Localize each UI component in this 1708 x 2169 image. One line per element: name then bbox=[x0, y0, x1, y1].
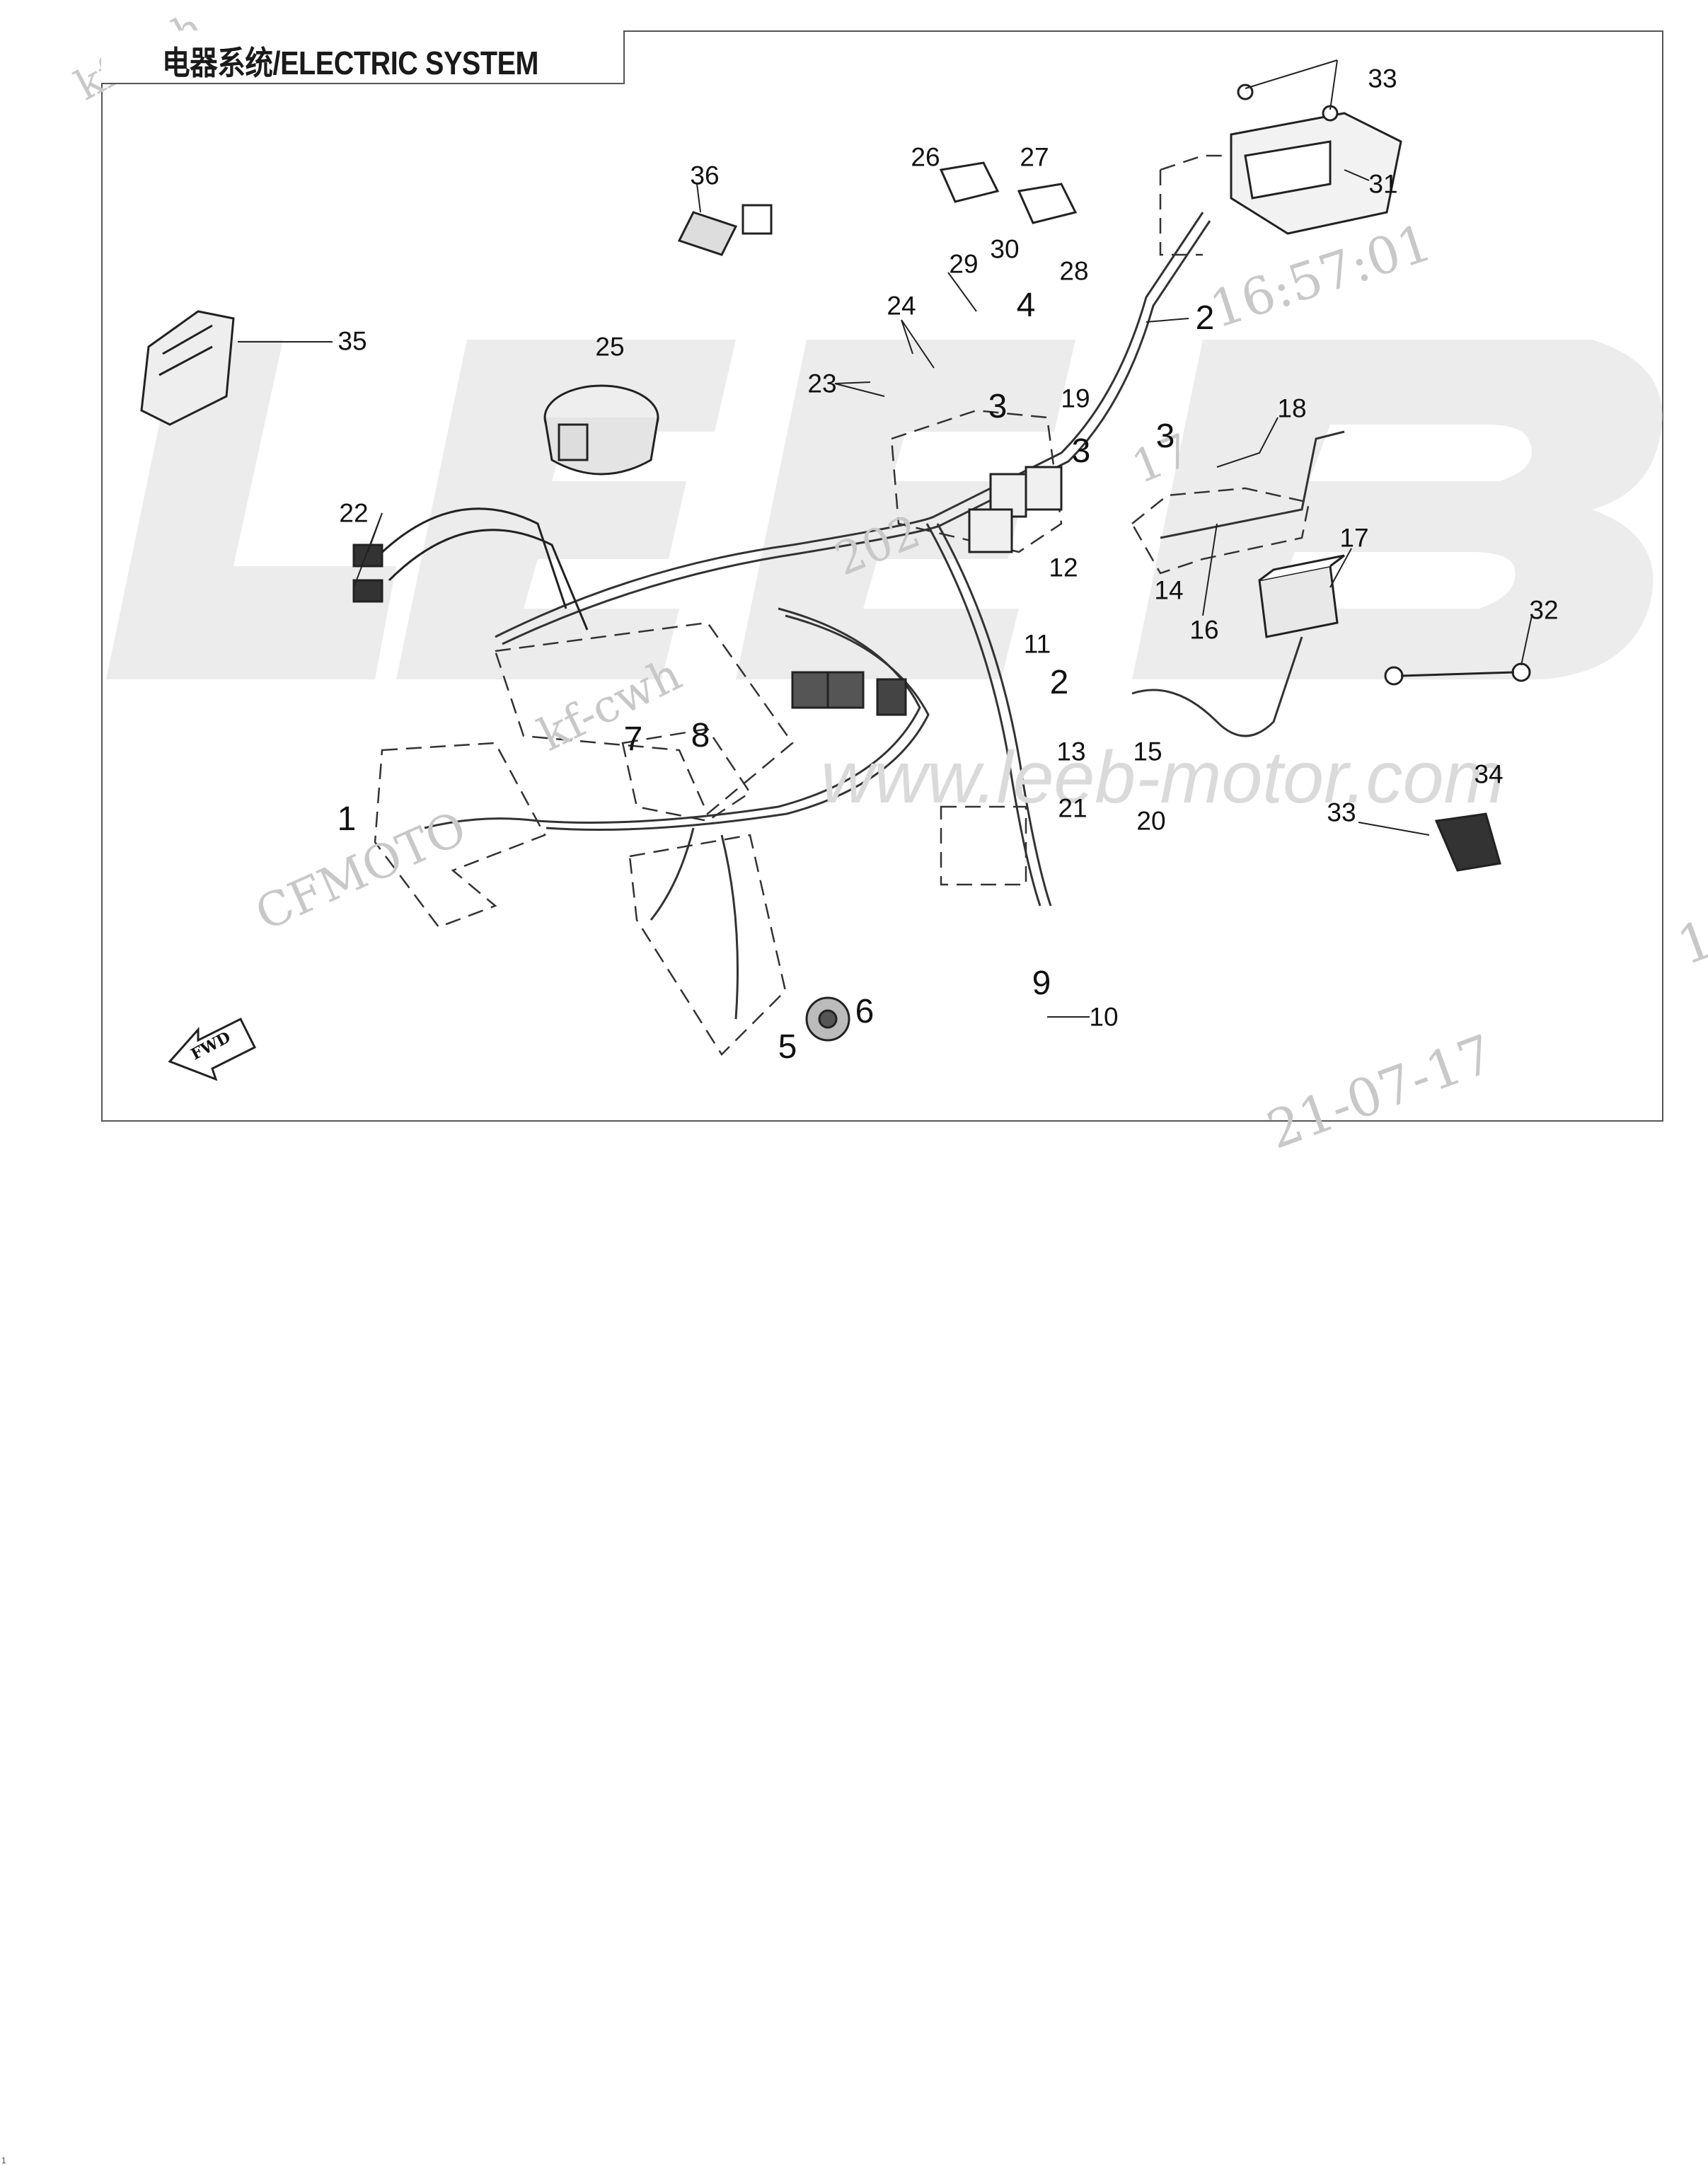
components bbox=[140, 84, 1531, 1081]
callout-33b: 33 bbox=[1327, 798, 1356, 827]
callout-10: 10 bbox=[1089, 1002, 1119, 1032]
callout-24: 24 bbox=[887, 291, 916, 321]
callout-26: 26 bbox=[911, 142, 940, 172]
wire-harness bbox=[424, 212, 1345, 1020]
callout-8: 8 bbox=[691, 717, 710, 754]
callout-34: 34 bbox=[1474, 759, 1504, 789]
callout-3c: 3 bbox=[1155, 418, 1175, 455]
callout-23: 23 bbox=[807, 369, 837, 398]
switch-34 bbox=[1434, 812, 1501, 872]
callout-19: 19 bbox=[1061, 384, 1090, 413]
cable-32 bbox=[1384, 662, 1531, 686]
diagram-title: 电器系统/ELECTRIC SYSTEM bbox=[162, 45, 539, 81]
callout-6: 6 bbox=[855, 993, 875, 1030]
callout-11: 11 bbox=[1023, 629, 1051, 659]
battery-17 bbox=[1258, 554, 1345, 638]
ignition-coils bbox=[791, 671, 907, 716]
callout-2a: 2 bbox=[1195, 299, 1215, 337]
part-36-connector bbox=[677, 204, 773, 256]
callout-12: 12 bbox=[1049, 553, 1078, 582]
callout-35: 35 bbox=[337, 326, 367, 356]
callout-17: 17 bbox=[1339, 523, 1369, 553]
control-unit-35 bbox=[140, 310, 235, 426]
callout-13: 13 bbox=[1056, 737, 1086, 766]
callout-32: 32 bbox=[1529, 595, 1559, 625]
page-number: 1 bbox=[1, 2156, 6, 2165]
callout-29: 29 bbox=[949, 249, 979, 279]
callout-36: 36 bbox=[690, 161, 720, 190]
watermark-url: www.leeb-motor.com bbox=[821, 737, 1506, 819]
horn-6 bbox=[805, 996, 850, 1042]
parts-26-27-pads bbox=[939, 161, 1078, 224]
title-box: 电器系统/ELECTRIC SYSTEM bbox=[101, 30, 625, 84]
callout-15: 15 bbox=[1133, 737, 1162, 766]
leeb-watermark-letters bbox=[106, 340, 1663, 679]
callout-3b: 3 bbox=[1071, 432, 1091, 470]
callout-31: 31 bbox=[1368, 169, 1398, 199]
callout-2b: 2 bbox=[1049, 664, 1069, 701]
ecu-module bbox=[1230, 84, 1402, 235]
callout-1: 1 bbox=[337, 800, 357, 838]
callout-27: 27 bbox=[1020, 142, 1049, 172]
callout-4: 4 bbox=[1016, 287, 1036, 324]
callout-20: 20 bbox=[1136, 806, 1166, 836]
callout-14: 14 bbox=[1154, 575, 1184, 605]
callout-9: 9 bbox=[1032, 965, 1051, 1002]
group-outlines bbox=[374, 154, 1310, 1056]
callout-16: 16 bbox=[1189, 615, 1219, 645]
o2-sensors-22 bbox=[352, 507, 589, 631]
callout-3a: 3 bbox=[988, 388, 1008, 425]
callout-33a: 33 bbox=[1368, 64, 1397, 93]
fwd-arrow bbox=[168, 1017, 257, 1081]
relay-box bbox=[968, 466, 1063, 553]
callout-22: 22 bbox=[339, 498, 369, 528]
fuel-pump-25 bbox=[543, 384, 659, 476]
callout-7: 7 bbox=[623, 720, 643, 758]
callout-28: 28 bbox=[1059, 256, 1089, 286]
callout-25: 25 bbox=[595, 332, 625, 362]
callout-30: 30 bbox=[990, 234, 1020, 264]
callout-5: 5 bbox=[778, 1028, 797, 1066]
callout-18: 18 bbox=[1277, 393, 1307, 423]
callout-21: 21 bbox=[1058, 793, 1087, 823]
